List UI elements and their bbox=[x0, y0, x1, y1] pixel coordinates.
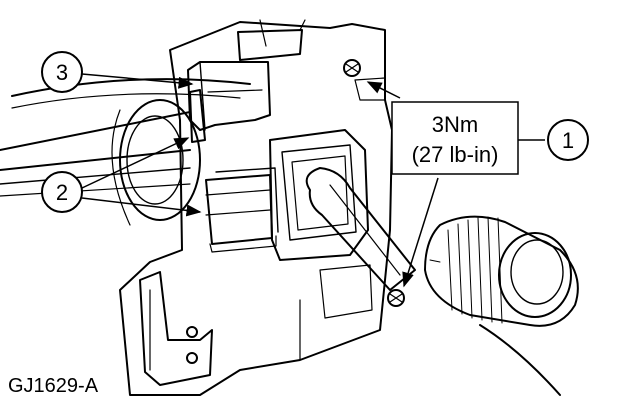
upper-bolt bbox=[343, 59, 361, 77]
leader-lines bbox=[81, 73, 545, 288]
callout-3: 3 bbox=[41, 51, 83, 93]
torque-label: 3Nm (27 lb-in) bbox=[391, 101, 519, 175]
lower-bracket bbox=[139, 271, 213, 386]
lower-bolt bbox=[387, 289, 405, 307]
leader-2a bbox=[81, 137, 190, 189]
switch-housing bbox=[187, 61, 271, 131]
leader-3 bbox=[81, 73, 194, 89]
callout-3-number: 3 bbox=[56, 60, 68, 85]
leader-torque-upper bbox=[366, 81, 401, 99]
steering-wheel-arc bbox=[11, 78, 251, 97]
switch-frame bbox=[269, 129, 369, 261]
callout-1-number: 1 bbox=[562, 128, 574, 153]
torque-value-nm: 3Nm bbox=[432, 112, 478, 137]
column-housing bbox=[119, 21, 393, 396]
leader-2b bbox=[81, 197, 202, 217]
figure-id: GJ1629-A bbox=[8, 375, 99, 397]
stalk-knob bbox=[424, 215, 579, 396]
turn-signal-stalk bbox=[305, 167, 416, 291]
callout-2: 2 bbox=[41, 171, 83, 213]
shaft-ring bbox=[119, 99, 201, 221]
torque-value-lbin: (27 lb-in) bbox=[412, 142, 499, 167]
multifunction-switch-connectors bbox=[189, 89, 279, 253]
illustration bbox=[0, 19, 579, 396]
callout-2-number: 2 bbox=[56, 180, 68, 205]
leader-torque-lower bbox=[402, 177, 439, 288]
upper-block bbox=[237, 29, 303, 61]
left-lever-shaft bbox=[0, 111, 191, 197]
callout-1: 1 bbox=[547, 119, 589, 161]
